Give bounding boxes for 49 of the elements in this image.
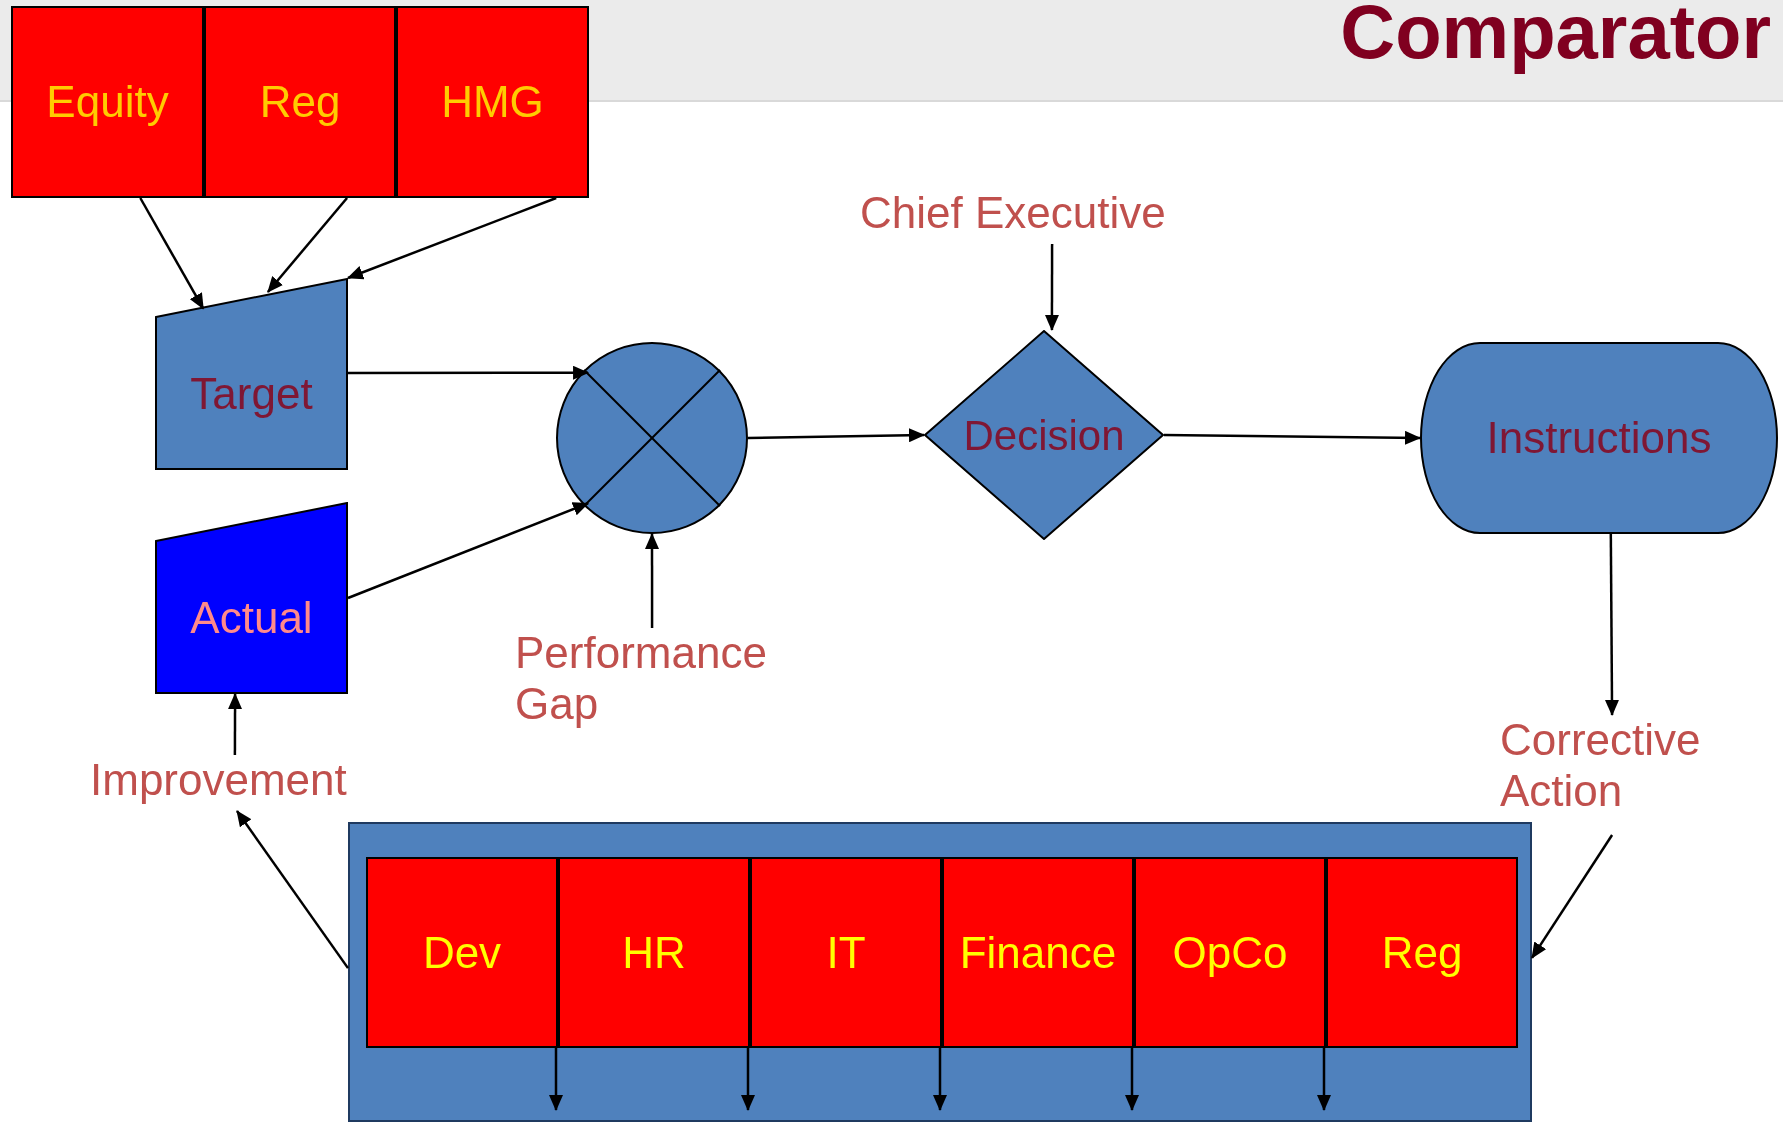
arrow <box>1317 1046 1331 1111</box>
node-label: Dev <box>422 926 502 979</box>
department-box <box>750 857 942 1048</box>
department-box <box>558 857 750 1048</box>
arrow <box>235 810 350 969</box>
node-label: Reg <box>259 76 341 128</box>
department-box <box>204 6 396 198</box>
node-label: Decision <box>963 410 1125 461</box>
arrow <box>1530 834 1614 959</box>
trapezoid-box <box>155 278 348 470</box>
department-box <box>942 857 1134 1048</box>
arrow <box>1044 244 1059 331</box>
node-label: Instructions <box>1486 412 1712 464</box>
node-label: HMG <box>441 76 544 128</box>
trapezoid-box <box>155 502 348 694</box>
flow-label: Improvement <box>90 755 390 811</box>
department-box <box>366 857 558 1048</box>
arrow <box>266 197 348 293</box>
arrow <box>347 196 557 280</box>
flow-label: Performance Gap <box>515 628 815 748</box>
decision-diamond <box>924 330 1164 540</box>
node-label: Actual <box>190 592 313 644</box>
arrow <box>549 1046 563 1111</box>
node-label: Target <box>190 368 313 420</box>
node-label: OpCo <box>1172 926 1288 979</box>
department-box <box>396 6 589 198</box>
arrow <box>228 693 243 755</box>
department-box <box>1134 857 1326 1048</box>
node-label: Equity <box>46 76 169 128</box>
arrow <box>139 197 205 310</box>
arrow <box>1605 534 1619 716</box>
arrow <box>933 1046 947 1111</box>
node-label: Finance <box>959 926 1117 979</box>
arrow <box>645 533 659 628</box>
arrow <box>348 365 590 380</box>
comparator-circle <box>556 342 748 534</box>
department-box <box>1326 857 1518 1048</box>
arrow <box>747 428 925 443</box>
node-label: HR <box>622 926 686 979</box>
arrow <box>741 1046 755 1111</box>
node-label: IT <box>826 926 866 979</box>
department-box <box>11 6 204 198</box>
flow-label: Chief Executive <box>860 188 1200 244</box>
arrow <box>1125 1046 1139 1111</box>
arrow <box>347 502 589 600</box>
process-panel <box>348 822 1532 1122</box>
flow-label: Corrective Action <box>1500 715 1740 835</box>
node-label: Reg <box>1381 926 1463 979</box>
arrow <box>1164 430 1421 445</box>
